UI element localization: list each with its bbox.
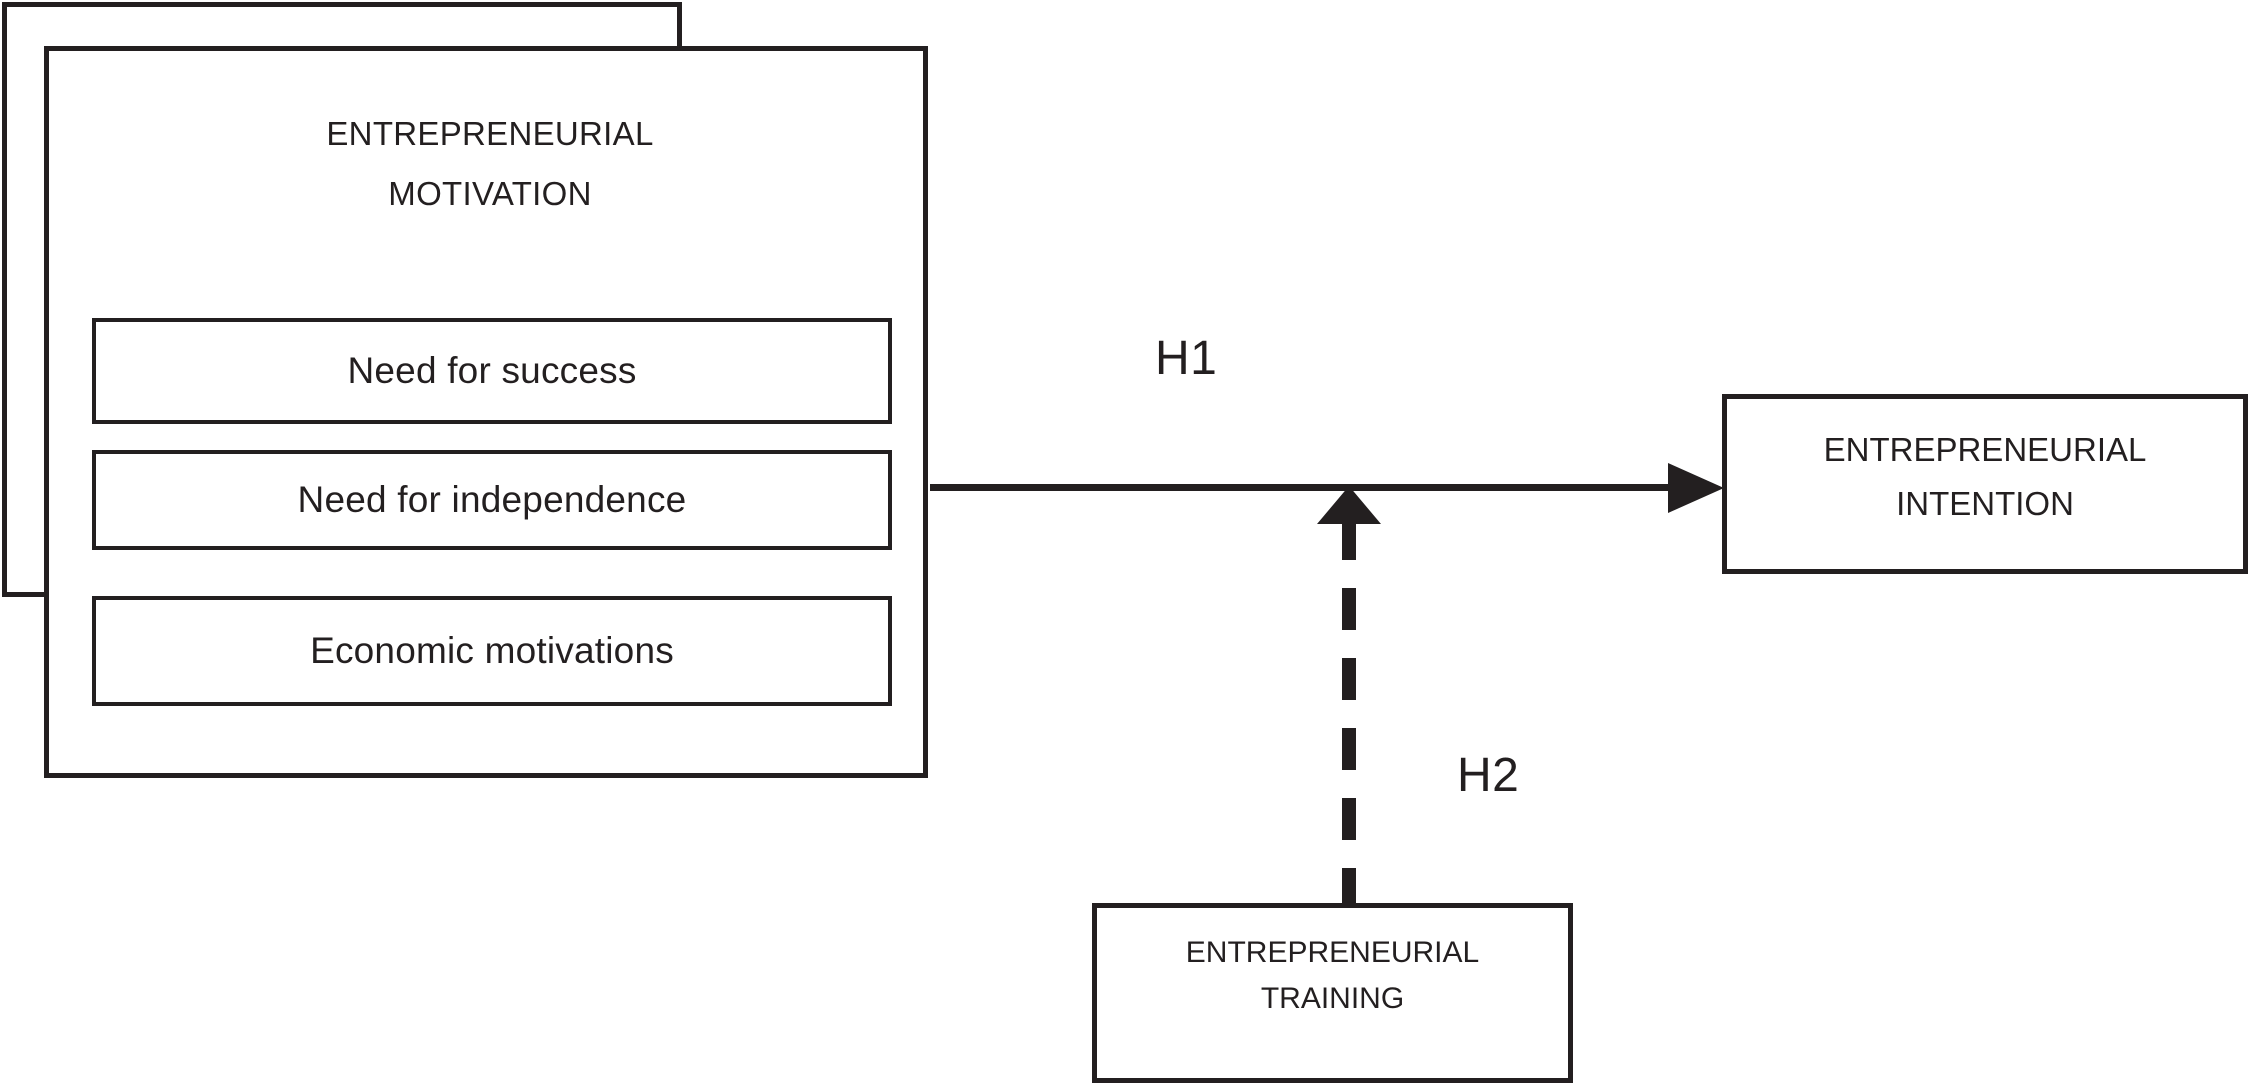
h2-arrowhead-icon [1317,486,1381,524]
moderator-construct-box: ENTREPRENEURIAL TRAINING [1092,903,1573,1083]
dimension-label: Economic motivations [310,630,674,671]
outcome-construct-label: ENTREPRENEURIAL INTENTION [1823,431,2147,522]
dimension-box-need-for-success: Need for success [92,318,892,424]
h2-hypothesis-label: H2 [1457,749,1520,802]
dimension-label: Need for success [347,350,637,391]
outcome-construct-box: ENTREPRENEURIAL INTENTION [1722,394,2248,574]
h1-path-line [930,484,1700,491]
moderator-construct-label: ENTREPRENEURIAL TRAINING [1185,936,1480,1015]
h1-hypothesis-label: H1 [1155,332,1218,385]
dimension-box-economic-motivations: Economic motivations [92,596,892,706]
h2-path-line-dashed [1342,518,1356,908]
dimension-box-need-for-independence: Need for independence [92,450,892,550]
h1-arrowhead-icon [1668,463,1724,513]
dimension-label: Need for independence [297,479,687,520]
predictor-construct-title: ENTREPRENEURIAL MOTIVATION [326,115,654,212]
